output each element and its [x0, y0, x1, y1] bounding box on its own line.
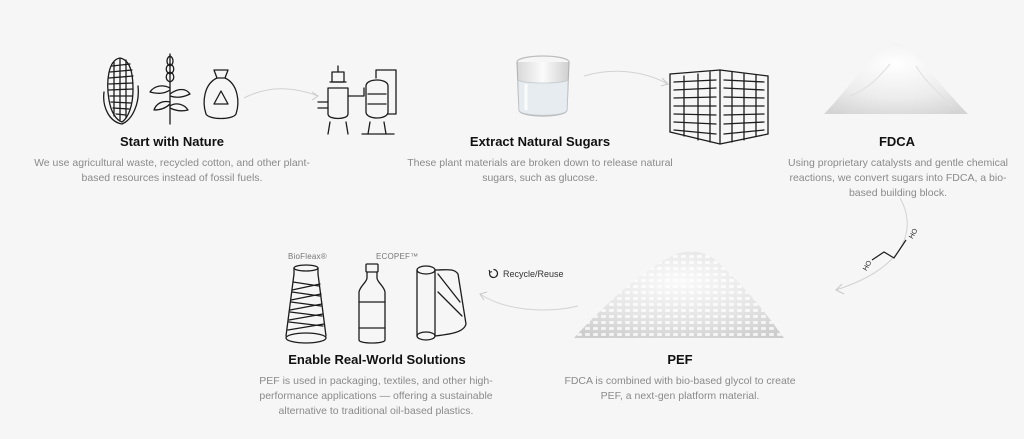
step-title-fdca: FDCA: [878, 134, 916, 149]
flow-arrow-4: [479, 291, 579, 311]
step-desc-pef: FDCA is combined with bio-based glycol t…: [564, 375, 796, 402]
flow-arrow-1: [243, 88, 319, 101]
bioreactor-icon: [317, 65, 397, 135]
step-desc-nature: We use agricultural waste, recycled cott…: [34, 157, 310, 184]
brand-biofleax: BioFleax®: [288, 252, 327, 261]
fiber-bundle-icon: [669, 69, 769, 145]
step-title-pef: PEF: [667, 352, 693, 367]
molecule-label-left: HO: [862, 259, 874, 272]
flow-arrow-2: [583, 70, 669, 87]
nature-illustration: [100, 48, 245, 126]
pellets-pile-icon: [574, 251, 784, 338]
bottle-icon: [358, 263, 386, 344]
step-title-nature: Start with Nature: [119, 134, 224, 149]
step-desc-fdca: Using proprietary catalysts and gentle c…: [787, 157, 1009, 199]
beaker-icon: [516, 55, 570, 117]
step-title-sugars: Extract Natural Sugars: [469, 134, 611, 149]
glycol-molecule-icon: HO HO: [862, 227, 920, 272]
corn-icon: [103, 57, 139, 125]
recycle-icon: [488, 268, 499, 279]
film-roll-icon: [416, 265, 467, 341]
recycle-reuse-text: Recycle/Reuse: [503, 268, 564, 279]
step-title-solutions: Enable Real-World Solutions: [288, 352, 466, 367]
step-desc-solutions: PEF is used in packaging, textiles, and …: [259, 375, 493, 417]
brand-ecopef: ECOPEF™: [376, 252, 419, 261]
thread-spool-icon: [285, 264, 327, 344]
step-desc-sugars: These plant materials are broken down to…: [407, 157, 673, 184]
flow-arrow-3: [835, 197, 908, 295]
wheat-plant-icon: [149, 53, 191, 125]
powder-pile-icon: [824, 42, 968, 114]
molecule-label-right: HO: [908, 227, 920, 240]
recycle-bag-icon: [203, 69, 239, 120]
recycle-reuse-label: Recycle/Reuse: [488, 268, 564, 279]
